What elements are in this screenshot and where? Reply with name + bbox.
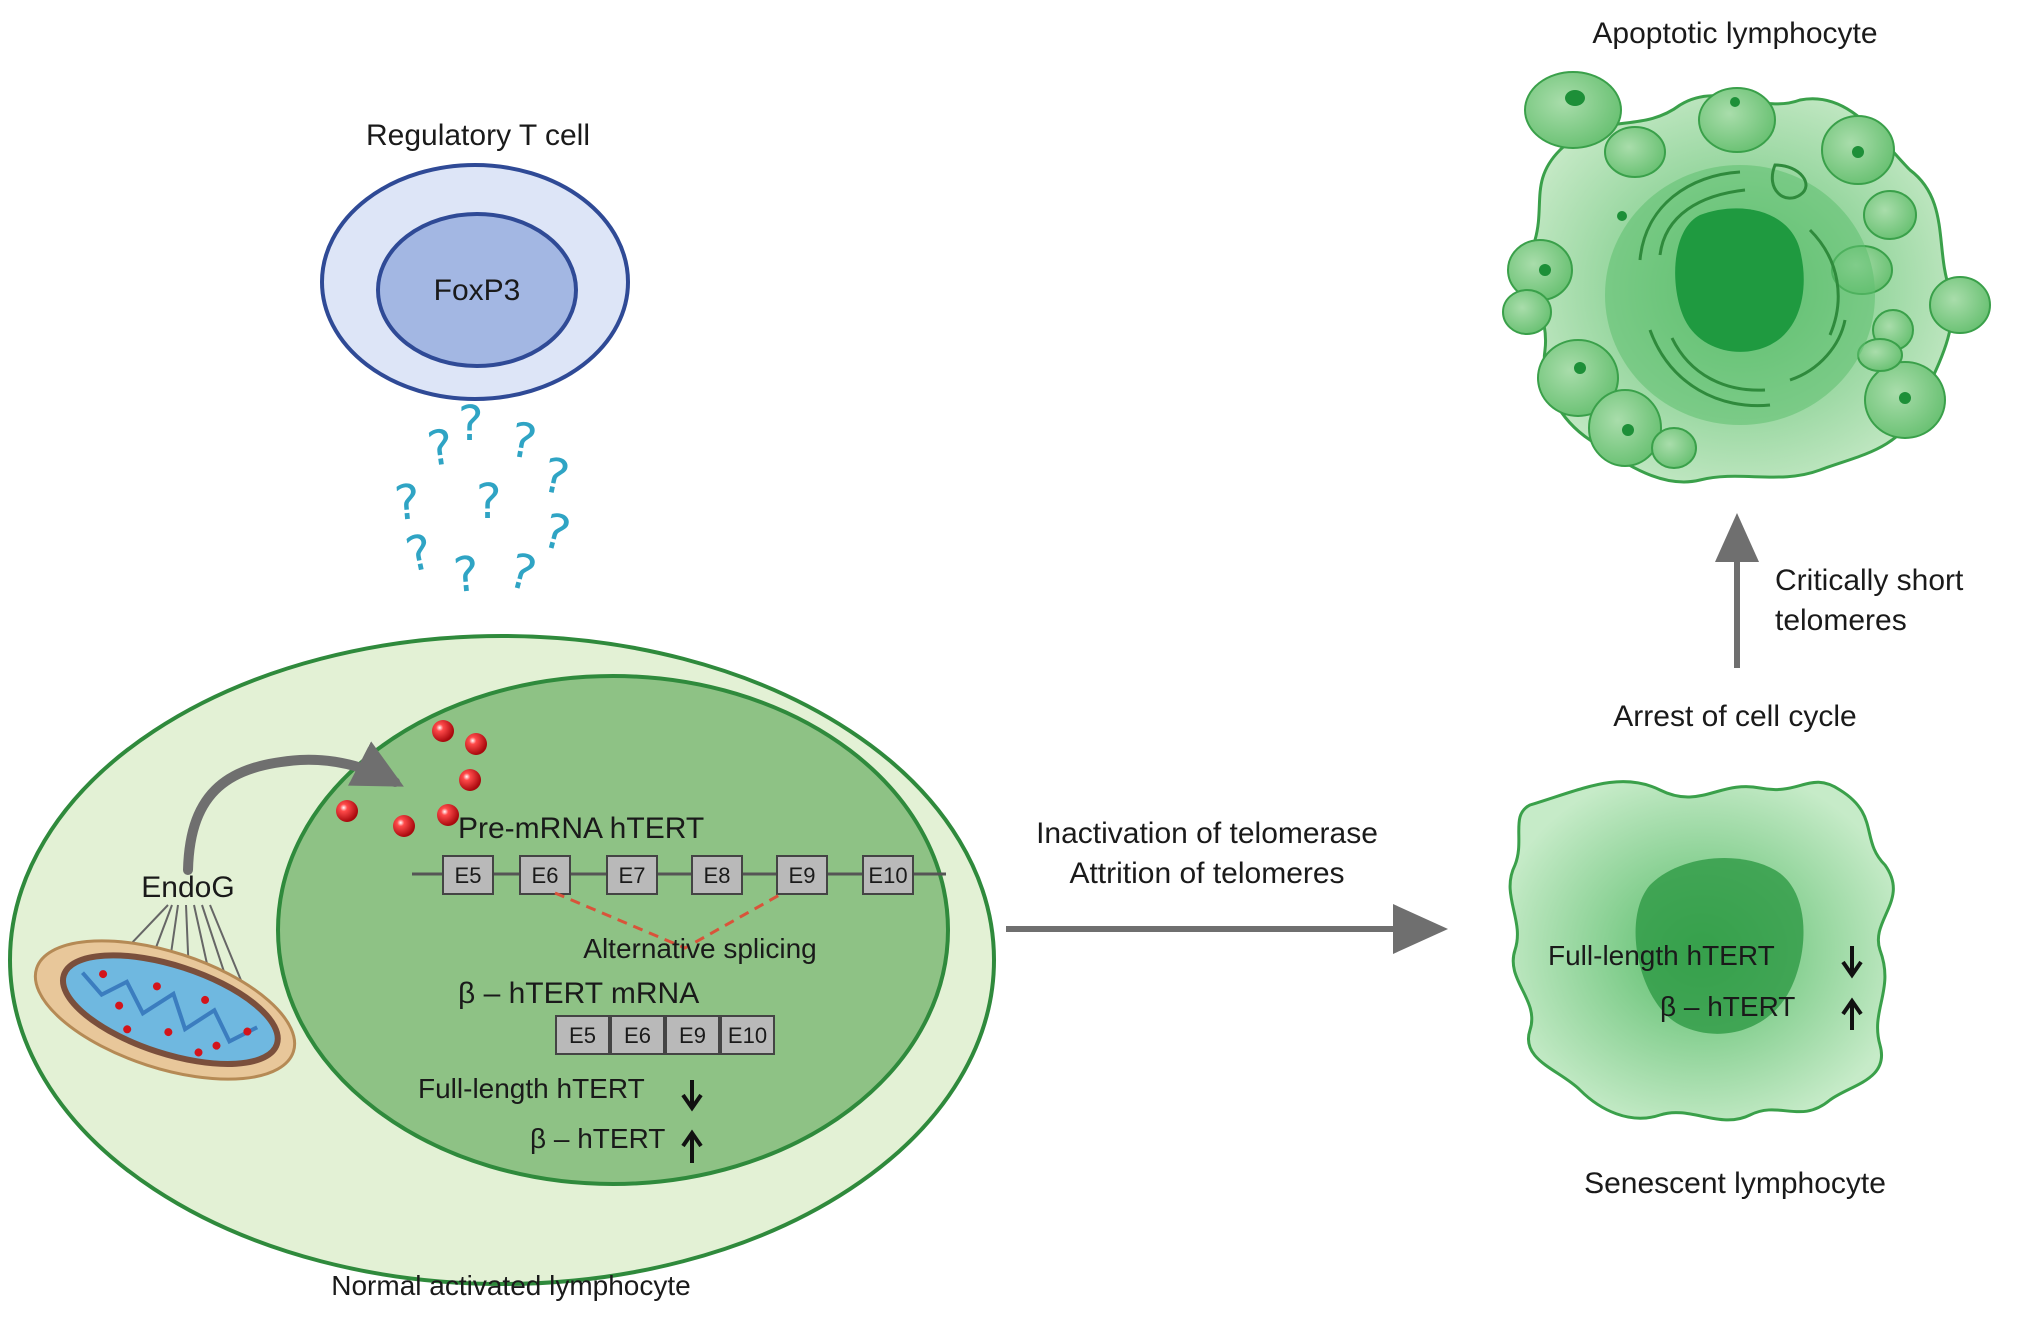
question-mark-icon: ? [503,542,542,603]
senescent-caption: Senescent lymphocyte [1584,1167,1886,1200]
transition-arrow-head [1393,904,1448,954]
senescent-full-length-label: Full-length hTERT [1548,940,1775,971]
exon-label: E7 [619,863,646,888]
vertical-arrow-head [1715,513,1759,562]
exon-box [610,1015,665,1055]
transition-line2: Attrition of telomeres [1069,857,1344,890]
question-mark-icon: ? [506,412,541,472]
exon-label: E6 [532,863,559,888]
full-length-label: Full-length hTERT [418,1073,645,1104]
endog-bead [437,804,459,826]
foxp3-label: FoxP3 [434,274,521,307]
mitochondrion [33,904,297,1081]
beta-mrna-exons: E5 E6 E9 E10 [555,1015,775,1055]
apoptotic-nucleus [1675,208,1804,352]
endog-bead [336,800,358,822]
exon-box [862,855,914,895]
exon-box [720,1015,775,1055]
treg-nucleus [376,212,578,368]
endog-bead [432,720,454,742]
up-arrow-icon [681,1129,703,1163]
vertical-arrow-line2: telomeres [1775,604,1907,637]
normal-cell-caption: Normal activated lymphocyte [331,1270,690,1301]
exon-box [776,855,828,895]
apoptotic-caption: Apoptotic lymphocyte [1592,17,1877,50]
premrna-label: Pre-mRNA hTERT [458,812,704,845]
exon-label: E6 [624,1023,651,1048]
arrest-label: Arrest of cell cycle [1613,700,1856,733]
apoptotic-fragments [1539,90,1911,436]
beta-mrna-label: β – hTERT mRNA [458,977,699,1010]
question-mark-icon: ? [458,396,483,452]
question-mark-cloud: ? ? ? ? ? ? ? ? ? ? [392,396,576,604]
question-mark-icon: ? [476,474,501,530]
apoptotic-cell [1502,71,1991,484]
question-mark-icon: ? [392,474,422,532]
exon-box [691,855,743,895]
endog-bead [393,815,415,837]
senescent-nucleus [1635,858,1804,1034]
endog-bead [465,733,487,755]
up-arrow-icon [1841,997,1863,1030]
exon-box [519,855,571,895]
beta-label: β – hTERT [530,1123,665,1154]
vertical-arrow-line1: Critically short [1775,564,1964,597]
normal-cell-nucleus [276,674,950,1186]
exon-label: E9 [679,1023,706,1048]
treg-title: Regulatory T cell [366,119,590,152]
apoptotic-blebs [1502,71,1991,469]
exon-box [606,855,658,895]
exon-box [555,1015,610,1055]
question-mark-icon: ? [451,546,481,604]
exon-box [665,1015,720,1055]
premrna-exons: E5 E6 E7 E8 E9 E10 [442,855,914,895]
endog-bead [459,769,481,791]
apoptotic-membranes [1638,163,1847,408]
splicing-dashes [554,891,784,950]
question-mark-icon: ? [401,524,438,584]
endog-translocation-arrow [183,741,404,875]
exon-label: E5 [569,1023,596,1048]
question-mark-icon: ? [538,447,575,507]
down-arrow-icon [681,1080,703,1112]
exon-label: E10 [868,863,907,888]
endog-beads [336,720,487,837]
endog-label: EndoG [141,871,234,904]
exon-label: E10 [728,1023,767,1048]
exon-label: E9 [789,863,816,888]
senescent-beta-label: β – hTERT [1660,991,1795,1022]
splicing-label: Alternative splicing [583,933,816,964]
question-mark-icon: ? [537,502,576,563]
question-mark-icon: ? [424,419,457,478]
transition-line1: Inactivation of telomerase [1036,817,1378,850]
exon-box [442,855,494,895]
exon-label: E8 [704,863,731,888]
down-arrow-icon [1841,946,1863,979]
exon-label: E5 [455,863,482,888]
